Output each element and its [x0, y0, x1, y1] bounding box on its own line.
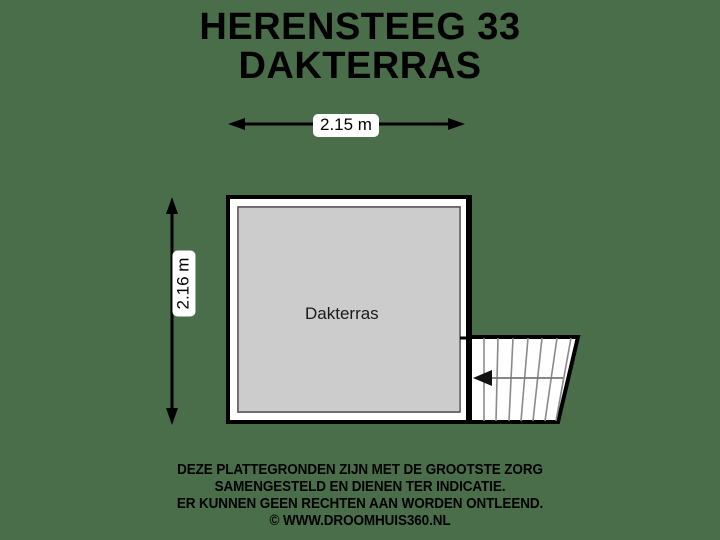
page-title: HERENSTEEG 33 DAKTERRAS [0, 8, 720, 86]
footer-line-2: SAMENGESTELD EN DIENEN TER INDICATIE. [214, 479, 506, 496]
dimension-arrow-left [166, 197, 178, 425]
dimension-label-width: 2.15 m [313, 114, 379, 138]
title-line-roomtype: DAKTERRAS [238, 44, 482, 87]
room-dakterras [226, 195, 472, 424]
footer-line-copyright: © WWW.DROOMHUIS360.NL [269, 513, 451, 530]
footer-line-1: DEZE PLATTEGRONDEN ZIJN MET DE GROOTSTE … [177, 462, 543, 478]
staircase [468, 335, 581, 424]
staircase-direction-arrow [473, 370, 563, 386]
room-label-dakterras: Dakterras [305, 304, 379, 323]
title-line-address: HERENSTEEG 33 [199, 6, 521, 48]
footer-line-3: ER KUNNEN GEEN RECHTEN AAN WORDEN ONTLEE… [176, 496, 544, 513]
footer-disclaimer: DEZE PLATTEGRONDEN ZIJN MET DE GROOTSTE … [25, 462, 695, 530]
dimension-label-height: 2.16 m [172, 250, 196, 317]
